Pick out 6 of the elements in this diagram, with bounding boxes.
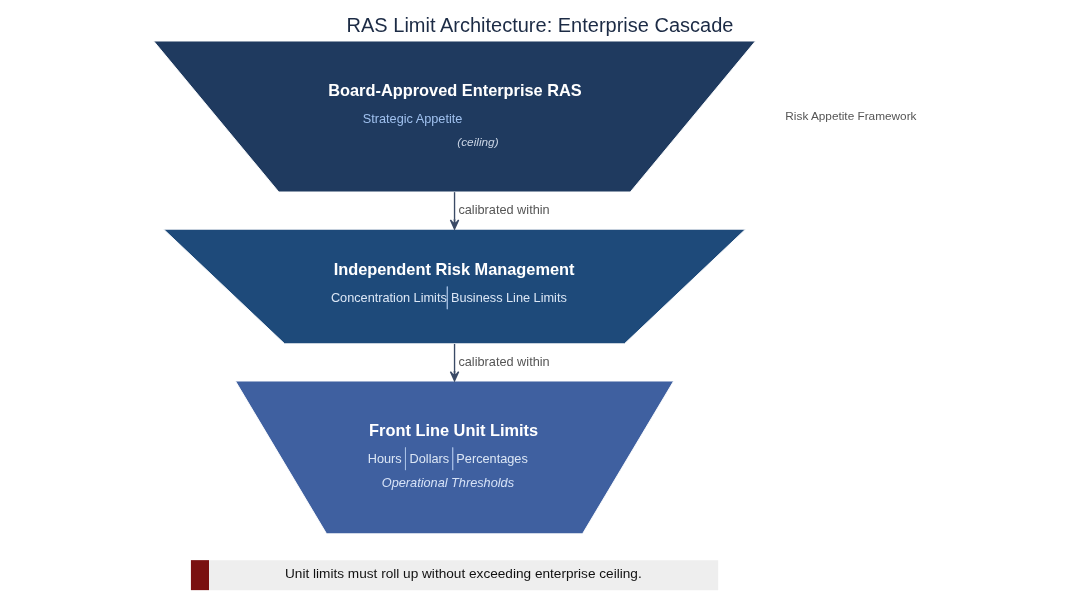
edge-label: calibrated within — [458, 201, 550, 217]
label: Risk Appetite Framework — [785, 108, 917, 123]
arrow — [449, 191, 460, 230]
diagram-title: RAS Limit Architecture: Enterprise Cascade — [346, 13, 734, 36]
arrow — [449, 343, 460, 382]
edge-label: calibrated within — [458, 353, 550, 369]
